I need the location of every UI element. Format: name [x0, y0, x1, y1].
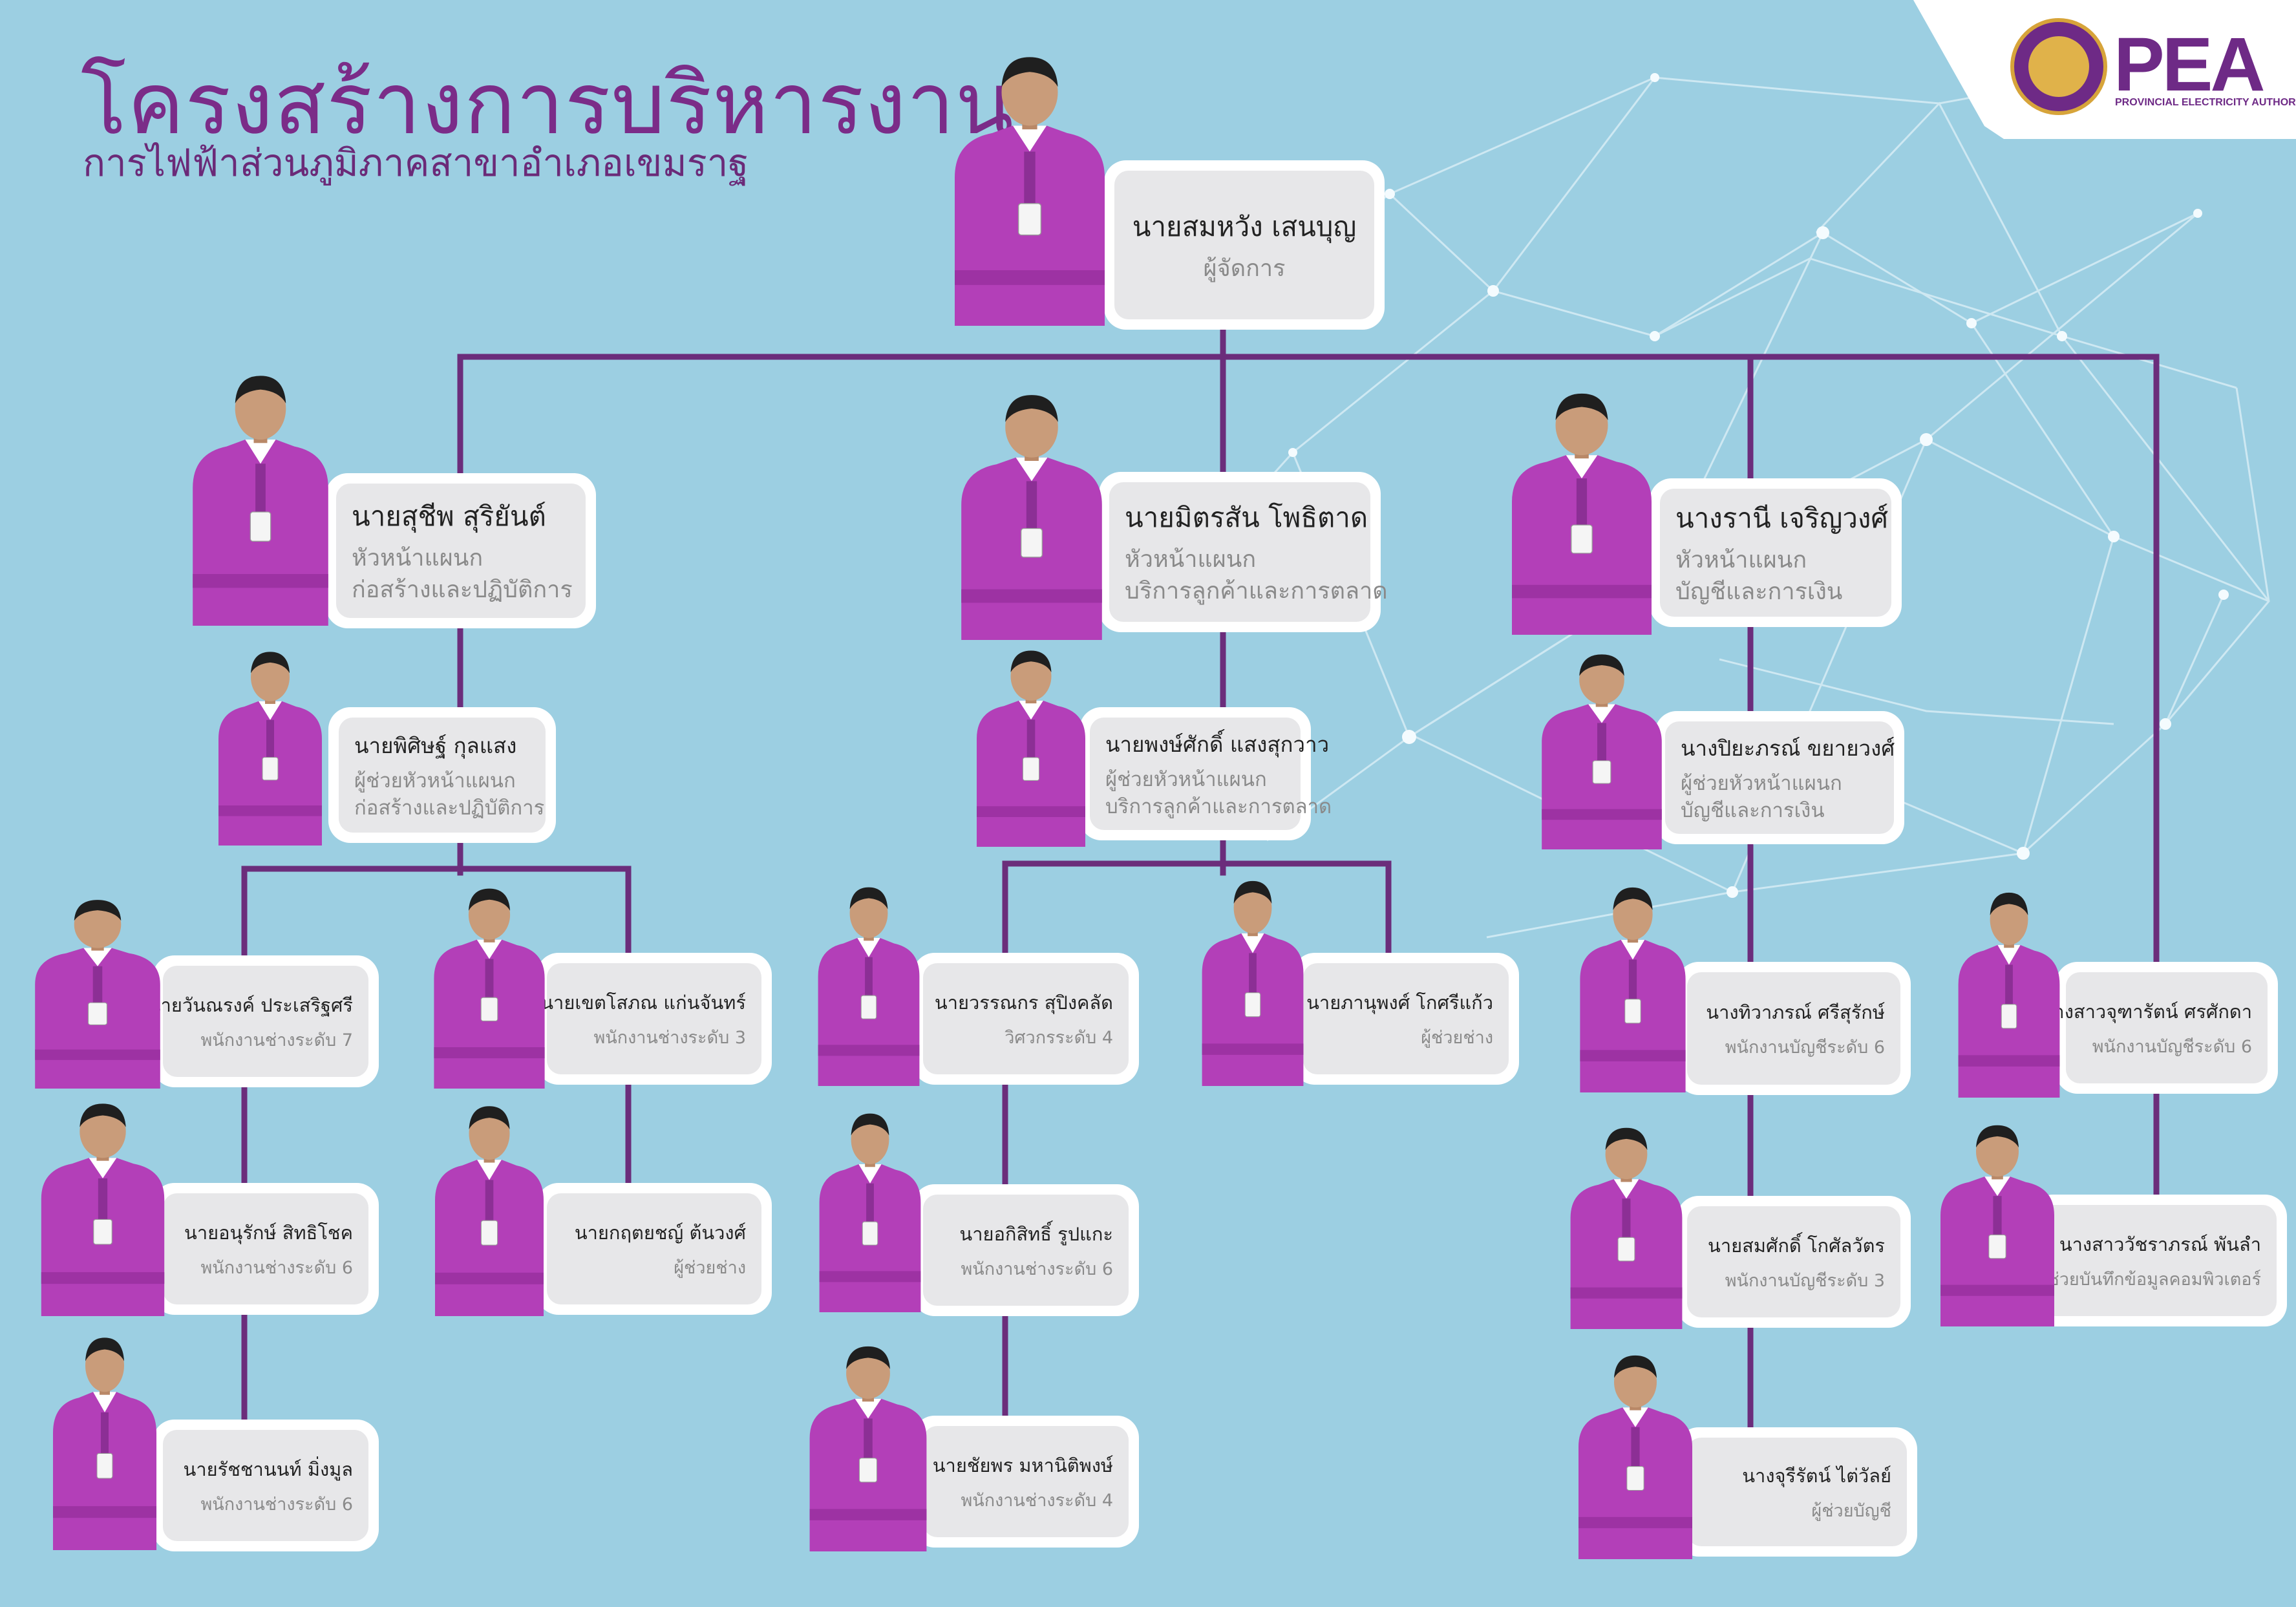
staff-role: ผู้ช่วยหัวหน้าแผนก — [1105, 767, 1267, 791]
staff-name: นายอนุรักษ์ สิทธิโชค — [184, 1221, 353, 1244]
staff-name: นายพิศิษฐ์ กุลแสง — [354, 732, 517, 758]
staff-role: พนักงานช่างระดับ 6 — [200, 1494, 353, 1515]
page-subtitle: การไฟฟ้าส่วนภูมิภาคสาขาอำเภอเขมราฐ — [83, 141, 749, 185]
pea-logo: PEA PROVINCIAL ELECTRICITY AUTHORITY — [1913, 0, 2296, 139]
staff-name: นายวรรณกร สุปิงคลัด — [934, 991, 1113, 1014]
logo-wordmark: PEA — [2114, 22, 2266, 107]
staff-card-staff-anurak: นายอนุรักษ์ สิทธิโชคพนักงานช่างระดับ 6 — [153, 1183, 379, 1315]
staff-card-asst-construction: นายพิศิษฐ์ กุลแสงผู้ช่วยหัวหน้าแผนกก่อสร… — [328, 707, 556, 843]
staff-photo-manager — [936, 48, 1123, 326]
staff-photo-staff-kritsadayut — [421, 1099, 557, 1316]
staff-card-staff-kritsadayut: นายกฤตยชญ์ ต้นวงศ์ผู้ช่วยช่าง — [537, 1183, 772, 1315]
staff-role: ก่อสร้างและปฏิบัติการ — [354, 796, 545, 820]
staff-name: นางทิวาภรณ์ ศรีสุรักษ์ — [1706, 1001, 1885, 1023]
staff-name: นายพงษ์ศักดิ์ แสงสุกวาว — [1105, 731, 1330, 757]
staff-card-staff-worranakorn: นายวรรณกร สุปิงคลัดวิศวกรระดับ 4 — [913, 953, 1139, 1085]
staff-role: หัวหน้าแผนก — [1675, 547, 1807, 574]
staff-role: บริการลูกค้าและการตลาด — [1125, 578, 1388, 604]
staff-name: นายภานุพงศ์ โกศรีแก้ว — [1306, 991, 1493, 1014]
staff-role: พนักงานบัญชีระดับ 6 — [1725, 1037, 1885, 1058]
staff-role: ผู้ช่วยบัญชี — [1811, 1500, 1891, 1521]
staff-card-staff-watcharaporn: นางสาววัชราภรณ์ พันลำผู้ช่วยบันทึกข้อมูล… — [2031, 1195, 2287, 1326]
staff-photo-staff-watcharaporn — [1926, 1118, 2068, 1326]
staff-name: นางสาวจุฑารัตน์ ศรศักดา — [2041, 1000, 2252, 1023]
staff-name: นายมิตรสัน โพธิตาด — [1125, 502, 1368, 534]
staff-role: ผู้จัดการ — [1203, 255, 1286, 282]
staff-card-staff-thiwaporn: นางทิวาภรณ์ ศรีสุรักษ์พนักงานบัญชีระดับ … — [1677, 962, 1911, 1095]
staff-role: พนักงานช่างระดับ 7 — [200, 1030, 353, 1050]
staff-role: พนักงานช่างระดับ 3 — [593, 1027, 746, 1048]
staff-photo-staff-thiwaporn — [1567, 880, 1699, 1092]
staff-photo-staff-phanuphong — [1189, 874, 1316, 1086]
staff-role: พนักงานบัญชีระดับ 3 — [1725, 1270, 1885, 1291]
staff-card-staff-chaiyaphon: นายชัยพร มหานิติพงษ์พนักงานช่างระดับ 4 — [913, 1416, 1139, 1548]
staff-role: พนักงานช่างระดับ 6 — [200, 1257, 353, 1278]
staff-photo-staff-ratchanon — [40, 1330, 169, 1550]
staff-name: นางปิยะภรณ์ ขยายวงศ์ — [1681, 735, 1895, 761]
staff-card-staff-jurirat: นางจุรีรัตน์ ไต่วัลย์ผู้ช่วยบัญชี — [1677, 1427, 1917, 1557]
staff-photo-asst-accounting — [1527, 648, 1677, 849]
staff-photo-head-accounting — [1494, 385, 1669, 635]
staff-card-manager: นายสมหวัง เสนบุญผู้จัดการ — [1104, 160, 1385, 330]
staff-card-staff-wanchanarong: นายวันณรงค์ ประเสริฐศรีพนักงานช่างระดับ … — [148, 955, 379, 1087]
staff-role: ผู้ช่วยหัวหน้าแผนก — [354, 769, 516, 793]
staff-role: พนักงานช่างระดับ 4 — [961, 1490, 1113, 1511]
staff-photo-staff-wanchanarong — [19, 893, 176, 1089]
staff-card-staff-somsak: นายสมศักดิ์ โกศัลวัตรพนักงานบัญชีระดับ 3 — [1677, 1196, 1911, 1328]
staff-card-staff-jutharat: นางสาวจุฑารัตน์ ศรศักดาพนักงานบัญชีระดับ… — [2041, 962, 2278, 1094]
staff-card-head-accounting: นางรานี เจริญวงศ์หัวหน้าแผนกบัญชีและการเ… — [1650, 478, 1902, 627]
staff-role: บัญชีและการเงิน — [1681, 798, 1825, 822]
staff-name: นายเขตโสภณ แก่นจันทร์ — [540, 991, 746, 1014]
staff-card-head-service: นายมิตรสัน โพธิตาดหัวหน้าแผนกบริการลูกค้… — [1099, 472, 1388, 632]
staff-name: นางสาววัชราภรณ์ พันลำ — [2059, 1233, 2261, 1255]
staff-role: ผู้ช่วยบันทึกข้อมูลคอมพิวเตอร์ — [2037, 1269, 2261, 1290]
staff-photo-head-service — [944, 387, 1120, 640]
staff-role: ผู้ช่วยช่าง — [1421, 1027, 1493, 1048]
staff-photo-staff-worranakorn — [805, 880, 932, 1086]
staff-role: หัวหน้าแผนก — [352, 545, 484, 572]
logo-caption: PROVINCIAL ELECTRICITY AUTHORITY — [2115, 97, 2296, 108]
staff-role: ผู้ช่วยหัวหน้าแผนก — [1681, 771, 1842, 795]
staff-photo-staff-khetsophon — [420, 882, 558, 1089]
staff-photo-staff-jutharat — [1946, 886, 2072, 1098]
staff-name: นายกฤตยชญ์ ต้นวงศ์ — [574, 1221, 746, 1244]
staff-role: พนักงานช่างระดับ 6 — [961, 1259, 1113, 1279]
staff-card-staff-phanuphong: นายภานุพงศ์ โกศรีแก้วผู้ช่วยช่าง — [1293, 953, 1519, 1085]
pea-seal-icon — [2010, 18, 2107, 115]
staff-photo-staff-akkhasit — [807, 1107, 933, 1312]
staff-card-asst-accounting: นางปิยะภรณ์ ขยายวงศ์ผู้ช่วยหัวหน้าแผนกบั… — [1655, 711, 1904, 844]
staff-name: นายสมศักดิ์ โกศัลวัตร — [1708, 1234, 1885, 1257]
staff-photo-staff-somsak — [1557, 1121, 1696, 1329]
staff-name: นายอกิสิทธิ์ รูปแกะ — [959, 1222, 1113, 1245]
staff-photo-staff-chaiyaphon — [795, 1339, 941, 1551]
staff-role: หัวหน้าแผนก — [1125, 546, 1257, 573]
staff-role: ก่อสร้างและปฏิบัติการ — [352, 577, 573, 603]
staff-name: นายชัยพร มหานิติพงษ์ — [932, 1454, 1113, 1476]
staff-card-staff-ratchanon: นายรัชชานนท์ มิ่งมูลพนักงานช่างระดับ 6 — [153, 1420, 379, 1551]
staff-role: บัญชีและการเงิน — [1675, 579, 1843, 605]
staff-name: นายสมหวัง เสนบุญ — [1132, 210, 1357, 242]
staff-photo-asst-service — [963, 644, 1099, 847]
staff-name: นายรัชชานนท์ มิ่งมูล — [183, 1458, 353, 1480]
page-title: โครงสร้างการบริหารงาน — [81, 54, 1015, 154]
staff-role: บริการลูกค้าและการตลาด — [1105, 794, 1332, 818]
staff-name: นายสุชีพ สุริยันต์ — [352, 500, 546, 533]
staff-name: นางรานี เจริญวงศ์ — [1675, 502, 1889, 535]
staff-role: วิศวกรระดับ 4 — [1004, 1027, 1113, 1048]
staff-photo-staff-anurak — [26, 1096, 180, 1316]
staff-role: พนักงานบัญชีระดับ 6 — [2092, 1036, 2252, 1057]
staff-card-head-construction: นายสุชีพ สุริยันต์หัวหน้าแผนกก่อสร้างและ… — [326, 473, 596, 628]
staff-card-staff-khetsophon: นายเขตโสภณ แก่นจันทร์พนักงานช่างระดับ 3 — [537, 953, 772, 1085]
staff-photo-head-construction — [176, 367, 345, 626]
staff-card-asst-service: นายพงษ์ศักดิ์ แสงสุกวาวผู้ช่วยหัวหน้าแผน… — [1079, 707, 1332, 840]
staff-name: นายวันณรงค์ ประเสริฐศรี — [147, 994, 353, 1016]
staff-card-staff-akkhasit: นายอกิสิทธิ์ รูปแกะพนักงานช่างระดับ 6 — [913, 1184, 1139, 1316]
staff-photo-asst-construction — [206, 645, 335, 846]
staff-name: นางจุรีรัตน์ ไต่วัลย์ — [1742, 1464, 1891, 1487]
staff-photo-staff-jurirat — [1564, 1348, 1706, 1559]
staff-role: ผู้ช่วยช่าง — [674, 1257, 746, 1278]
